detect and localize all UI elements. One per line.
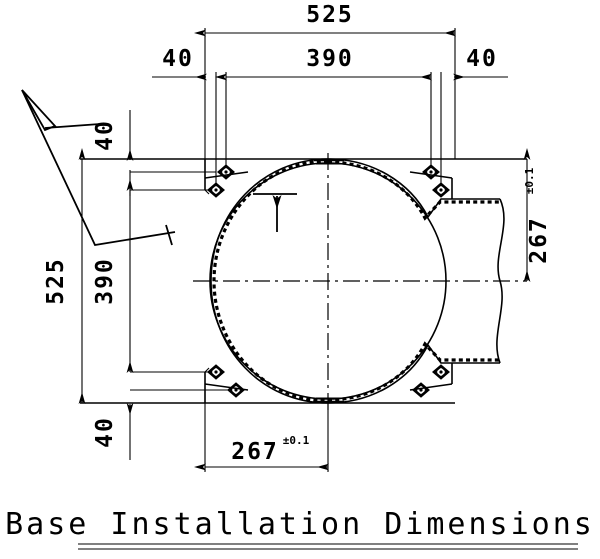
housing-shell-left [210, 158, 329, 404]
dim-top-segments: 390 40 40 [152, 46, 508, 186]
centerlines [193, 153, 527, 410]
neck-upper-outline [327, 158, 500, 219]
dim-label-left-inner: 390 [92, 257, 118, 305]
page-title: Base Installation Dimensions [5, 507, 595, 542]
mounting-bolt [412, 382, 430, 398]
leader-lines [21, 89, 297, 246]
dim-tolerance-bottom-width: ±0.1 [283, 434, 310, 447]
mounting-bolt [432, 364, 450, 380]
leader-tail-upper-left [44, 123, 101, 129]
dim-left-segments: 40 390 40 [92, 110, 232, 460]
dim-left-overall: 525 [43, 148, 86, 404]
leader-line-to-base-plate [21, 89, 176, 246]
neck-lower [327, 341, 500, 404]
dim-label-left-overall: 525 [43, 257, 69, 305]
neck-upper [327, 158, 500, 221]
neck-upper-hatch [327, 160, 500, 221]
dim-top-overall: 525 [194, 2, 456, 159]
dim-label-top-left-offset: 40 [162, 46, 194, 72]
drawing-title-group: Base Installation Dimensions [5, 507, 595, 550]
housing-shell-hatch-left [212, 159, 329, 403]
gusset-top-left [204, 171, 249, 179]
dim-label-top-inner: 390 [306, 46, 354, 72]
dim-label-left-bottom-offset: 40 [92, 416, 118, 448]
housing-pads [314, 158, 344, 404]
base-plate-left-notch-b [204, 367, 210, 373]
dim-right-height: 267 ±0.1 [523, 148, 552, 282]
neck-lower-hatch [327, 341, 500, 402]
dim-bottom-width: 267 ±0.1 [194, 403, 329, 472]
gusset-top-right [409, 171, 453, 179]
dim-label-right-height: 267 [526, 216, 552, 264]
dim-tolerance-right-height: ±0.1 [523, 167, 536, 194]
base-plate-left-notch-a [204, 189, 210, 195]
neck-lower-outline [327, 343, 500, 404]
dim-label-top-right-offset: 40 [466, 46, 498, 72]
leader-tick [165, 224, 173, 246]
dim-label-bottom-width: 267 [231, 439, 279, 465]
base-plate [80, 158, 527, 404]
dim-label-top-overall: 525 [306, 2, 354, 28]
